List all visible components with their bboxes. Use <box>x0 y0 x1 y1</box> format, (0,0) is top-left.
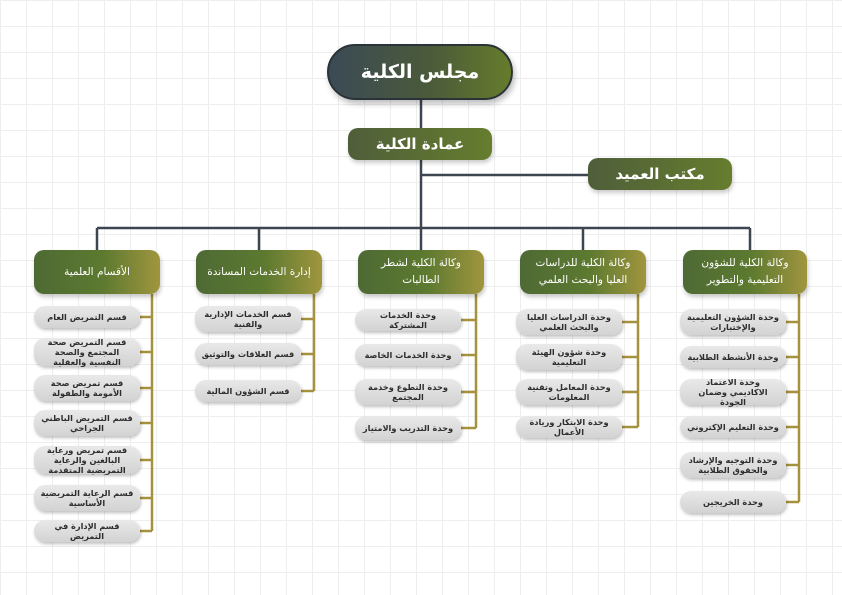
unit-label: وحدة التعليم الإكتروني <box>687 422 779 432</box>
unit-box: وحدة الابتكار وريادة الأعمال <box>516 416 622 438</box>
unit-box: وحدة الشؤون التعليمية والإختبارات <box>680 309 786 335</box>
unit-box: وحدة الدراسات العليا والبحث العلمي <box>516 309 622 335</box>
college-deanship-box: عمادة الكلية <box>348 128 492 160</box>
unit-box: وحدة شؤون الهيئة التعليمية <box>516 344 622 370</box>
dept-box-1: وكالة الكلية للشؤون التعليمية والتطوير <box>683 250 807 294</box>
unit-label: قسم الشؤون المالية <box>206 386 290 396</box>
unit-box: وحدة الخريجين <box>680 491 786 513</box>
unit-label: قسم التمريض الباطني الجراحي <box>41 413 133 433</box>
unit-box: وحدة الاعتماد الاكاديمي وضمان الجودة <box>680 377 786 407</box>
unit-label: قسم تمريض ورعاية البالغين والرعاية التمر… <box>46 445 128 475</box>
unit-label: وحدة الشؤون التعليمية والإختبارات <box>686 312 779 332</box>
unit-box: قسم التمريض صحة المجتمع والصحة النفسية و… <box>34 337 140 367</box>
dept-box-3: وكالة الكلية لشطر الطالبات <box>358 250 484 294</box>
unit-box: قسم تمريض صحة الأمومة والطفولة <box>34 375 140 401</box>
unit-label: قسم الخدمات الإدارية والفنية <box>204 309 292 329</box>
unit-label: وحدة شؤون الهيئة التعليمية <box>531 347 607 367</box>
unit-box: قسم التمريض العام <box>34 306 140 328</box>
unit-label: وحدة الخريجين <box>703 497 763 507</box>
dean-office-label: مكتب العميد <box>615 165 705 183</box>
unit-box: قسم الإدارة في التمريض <box>34 520 140 542</box>
unit-box: قسم الشؤون المالية <box>195 380 301 402</box>
dept-box-5: الأقسام العلمية <box>34 250 160 294</box>
college-council-box: مجلس الكلية <box>327 44 513 100</box>
unit-label: وحدة الاعتماد الاكاديمي وضمان الجودة <box>698 377 768 407</box>
college-council-label: مجلس الكلية <box>360 61 480 83</box>
unit-label: قسم تمريض صحة الأمومة والطفولة <box>50 378 124 398</box>
unit-label: قسم التمريض صحة المجتمع والصحة النفسية و… <box>47 337 127 367</box>
main-connectors <box>95 100 752 250</box>
college-deanship-label: عمادة الكلية <box>375 135 465 153</box>
unit-label: وحدة التوجيه والإرشاد والحقوق الطلابية <box>688 455 778 475</box>
dean-office-box: مكتب العميد <box>588 158 732 190</box>
unit-label: قسم العلاقات والتوثيق <box>201 349 295 359</box>
dept-label-2: وكالة الكلية للدراسات العليا والبحث العل… <box>535 257 631 286</box>
unit-box: وحدة التدريب والامتياز <box>355 416 461 440</box>
unit-box: وحدة التطوع وخدمة المجتمع <box>355 379 461 405</box>
unit-box: وحدة الأنشطة الطلابية <box>680 346 786 368</box>
unit-label: قسم الرعاية التمريضية الأساسية <box>40 488 134 508</box>
unit-label: قسم الإدارة في التمريض <box>54 521 120 541</box>
unit-box: وحدة التعليم الإكتروني <box>680 416 786 438</box>
dept-label-4: إدارة الخدمات المساندة <box>207 265 311 278</box>
unit-label: وحدة المعامل وتقنية المعلومات <box>527 382 611 402</box>
unit-label: وحدة الأنشطة الطلابية <box>687 352 779 362</box>
unit-box: قسم الرعاية التمريضية الأساسية <box>34 485 140 511</box>
unit-label: وحدة التطوع وخدمة المجتمع <box>368 382 448 402</box>
unit-box: قسم الخدمات الإدارية والفنية <box>195 306 301 332</box>
dept-label-1: وكالة الكلية للشؤون التعليمية والتطوير <box>701 257 789 286</box>
dept-label-3: وكالة الكلية لشطر الطالبات <box>381 257 461 286</box>
unit-connectors <box>140 294 801 533</box>
unit-box: قسم العلاقات والتوثيق <box>195 343 301 365</box>
unit-box: وحدة التوجيه والإرشاد والحقوق الطلابية <box>680 452 786 478</box>
dept-label-5: الأقسام العلمية <box>64 265 130 278</box>
unit-label: قسم التمريض العام <box>47 312 127 322</box>
unit-label: وحدة التدريب والامتياز <box>362 423 454 433</box>
unit-label: وحدة الدراسات العليا والبحث العلمي <box>527 312 611 332</box>
unit-box: وحدة المعامل وتقنية المعلومات <box>516 379 622 405</box>
unit-box: وحدة الخدمات المشتركة <box>355 309 461 331</box>
unit-box: قسم التمريض الباطني الجراحي <box>34 410 140 436</box>
unit-label: وحدة الابتكار وريادة الأعمال <box>529 417 609 437</box>
unit-label: وحدة الخدمات المشتركة <box>379 310 437 330</box>
dept-box-4: إدارة الخدمات المساندة <box>196 250 322 294</box>
dept-box-2: وكالة الكلية للدراسات العليا والبحث العل… <box>520 250 646 294</box>
unit-box: قسم تمريض ورعاية البالغين والرعاية التمر… <box>34 445 140 475</box>
unit-box: وحدة الخدمات الخاصة <box>355 344 461 366</box>
unit-label: وحدة الخدمات الخاصة <box>364 350 452 360</box>
